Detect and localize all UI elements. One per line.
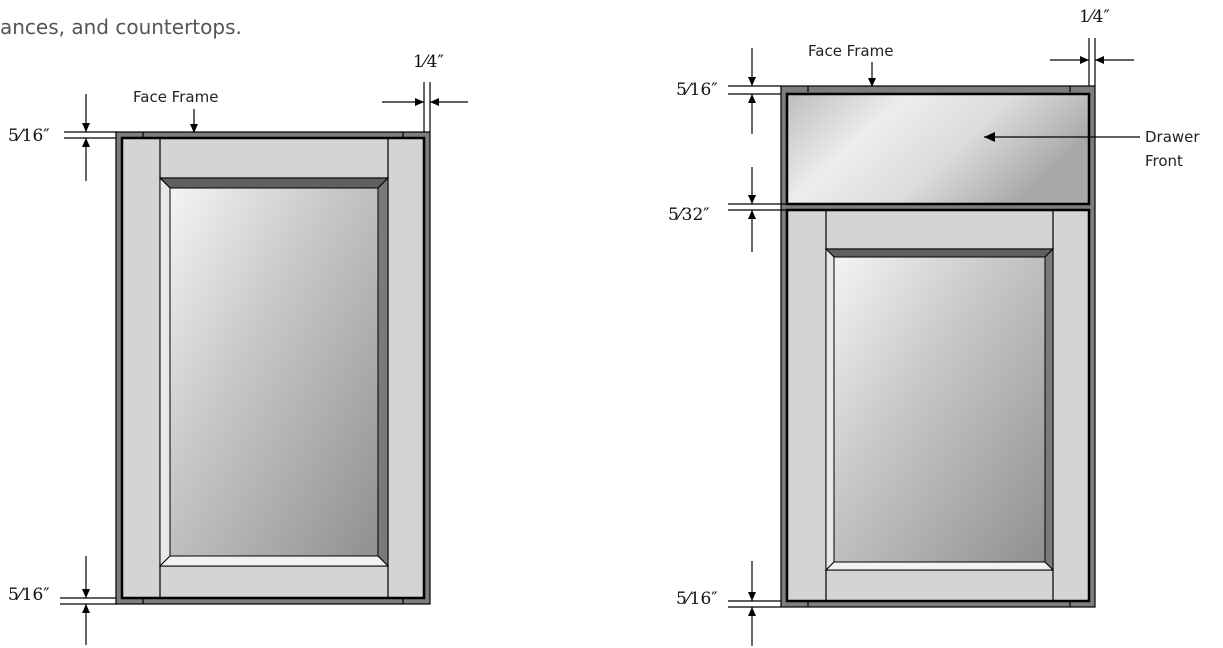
intro-text: ances, and countertops. xyxy=(0,15,242,39)
drawer-gap-label: 5⁄32″ xyxy=(668,205,710,225)
right-side-reveal-label: 1⁄4″ xyxy=(1079,7,1110,27)
drawer-front-label-line2: Front xyxy=(1145,152,1183,170)
right-face-frame-leader xyxy=(868,62,876,87)
right-top-reveal-dim xyxy=(728,48,781,134)
left-face-frame-label: Face Frame xyxy=(133,88,218,106)
drawer-front xyxy=(785,92,1091,206)
right-bottom-reveal-dim xyxy=(728,561,781,646)
left-face-frame-leader xyxy=(190,109,198,133)
left-panel-bevel xyxy=(158,177,390,189)
left-side-reveal-label: 1⁄4″ xyxy=(413,52,444,72)
right-bottom-reveal-label: 5⁄16″ xyxy=(676,589,718,609)
right-top-reveal-label: 5⁄16″ xyxy=(676,80,718,100)
drawer-front-leader xyxy=(984,132,1140,142)
right-side-reveal-dim xyxy=(1050,38,1134,86)
right-panel-bevel xyxy=(824,248,1055,258)
drawer-gap-dim xyxy=(728,167,787,252)
right-face-frame-label: Face Frame xyxy=(808,42,893,60)
left-raised-panel xyxy=(169,187,379,557)
left-top-reveal-label: 5⁄16″ xyxy=(8,126,50,146)
drawer-front-label-line1: Drawer xyxy=(1145,128,1200,146)
left-bottom-reveal-dim xyxy=(60,556,116,645)
left-bottom-reveal-label: 5⁄16″ xyxy=(8,585,50,605)
left-top-reveal-dim xyxy=(64,94,116,181)
left-side-reveal-dim xyxy=(382,82,468,132)
right-cabinet xyxy=(780,85,1096,608)
left-cabinet xyxy=(115,131,431,605)
right-raised-panel xyxy=(833,256,1046,563)
